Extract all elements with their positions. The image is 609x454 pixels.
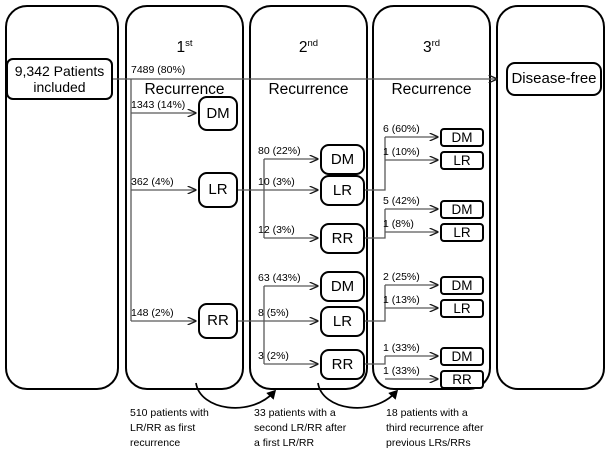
edge-label-r3-b-lr: 1 (8%) <box>383 218 414 230</box>
edge-label-r3-d-rr: 1 (33%) <box>383 365 420 377</box>
panel-cohort <box>5 5 119 390</box>
node-r3-a-lr: LR <box>440 151 484 170</box>
node-r1-lr: LR <box>198 172 238 208</box>
panel-title-recurrence-2: 2nd Recurrence <box>251 17 366 101</box>
node-start-cohort: 9,342 Patients included <box>6 58 113 100</box>
node-r2-from-rr-rr: RR <box>320 349 365 380</box>
edge-label-r1-lr: 362 (4%) <box>131 176 174 188</box>
node-r1-dm: DM <box>198 96 238 131</box>
node-r2-from-lr-rr: RR <box>320 223 365 254</box>
panel-recurrence-3: 3rd Recurrence <box>372 5 491 390</box>
recurrence-word-1: Recurrence <box>144 80 225 98</box>
edge-label-rr-to-dm: 63 (43%) <box>258 272 301 284</box>
node-r3-c-lr: LR <box>440 299 484 318</box>
recurrence-word-2: Recurrence <box>268 80 349 98</box>
recurrence-word-3: Recurrence <box>391 80 472 98</box>
edge-label-r3-c-dm: 2 (25%) <box>383 271 420 283</box>
node-r2-from-rr-dm: DM <box>320 271 365 302</box>
panel-title-recurrence-1: 1st Recurrence <box>127 17 242 101</box>
node-r3-d-dm: DM <box>440 347 484 366</box>
panel-recurrence-1: 1st Recurrence <box>125 5 244 390</box>
edge-label-r3-a-lr: 1 (10%) <box>383 146 420 158</box>
edge-label-r1-dm: 1343 (14%) <box>131 99 186 111</box>
footnote-second-recurrence: 33 patients with a second LR/RR after a … <box>254 407 347 449</box>
edge-label-lr-to-rr: 12 (3%) <box>258 224 295 236</box>
panel-title-recurrence-3: 3rd Recurrence <box>374 17 489 101</box>
ordinal-suffix-1: st <box>185 37 193 49</box>
edge-label-rr-to-lr: 8 (5%) <box>258 307 289 319</box>
ordinal-2: 2 <box>298 39 308 57</box>
node-r2-from-lr-lr: LR <box>320 175 365 206</box>
edge-label-r3-b-dm: 5 (42%) <box>383 195 420 207</box>
node-r3-c-dm: DM <box>440 276 484 295</box>
node-r3-b-dm: DM <box>440 200 484 219</box>
edge-label-r3-d-dm: 1 (33%) <box>383 342 420 354</box>
ordinal-1: 1 <box>176 39 186 57</box>
edge-label-lr-to-lr: 10 (3%) <box>258 176 295 188</box>
edge-label-r1-rr: 148 (2%) <box>131 307 174 319</box>
edge-label-lr-to-dm: 80 (22%) <box>258 145 301 157</box>
edge-label-r3-a-dm: 6 (60%) <box>383 123 420 135</box>
footnote-first-recurrence: 510 patients with LR/RR as first recurre… <box>130 407 209 449</box>
panel-recurrence-2: 2nd Recurrence <box>249 5 368 390</box>
node-r3-b-lr: LR <box>440 223 484 242</box>
edge-label-rr-to-rr: 3 (2%) <box>258 350 289 362</box>
panel-outcome <box>496 5 605 390</box>
node-r1-rr: RR <box>198 303 238 339</box>
edge-label-r3-c-lr: 1 (13%) <box>383 294 420 306</box>
node-r3-d-rr: RR <box>440 370 484 389</box>
ordinal-suffix-2: nd <box>307 37 319 49</box>
node-r2-from-rr-lr: LR <box>320 306 365 337</box>
ordinal-suffix-3: rd <box>431 37 441 49</box>
node-disease-free: Disease-free <box>506 62 602 96</box>
node-r2-from-lr-dm: DM <box>320 144 365 175</box>
node-r3-a-dm: DM <box>440 128 484 147</box>
edge-label-disease-free: 7489 (80%) <box>131 64 186 76</box>
footnote-third-recurrence: 18 patients with a third recurrence afte… <box>386 407 484 449</box>
ordinal-3: 3 <box>422 39 432 57</box>
